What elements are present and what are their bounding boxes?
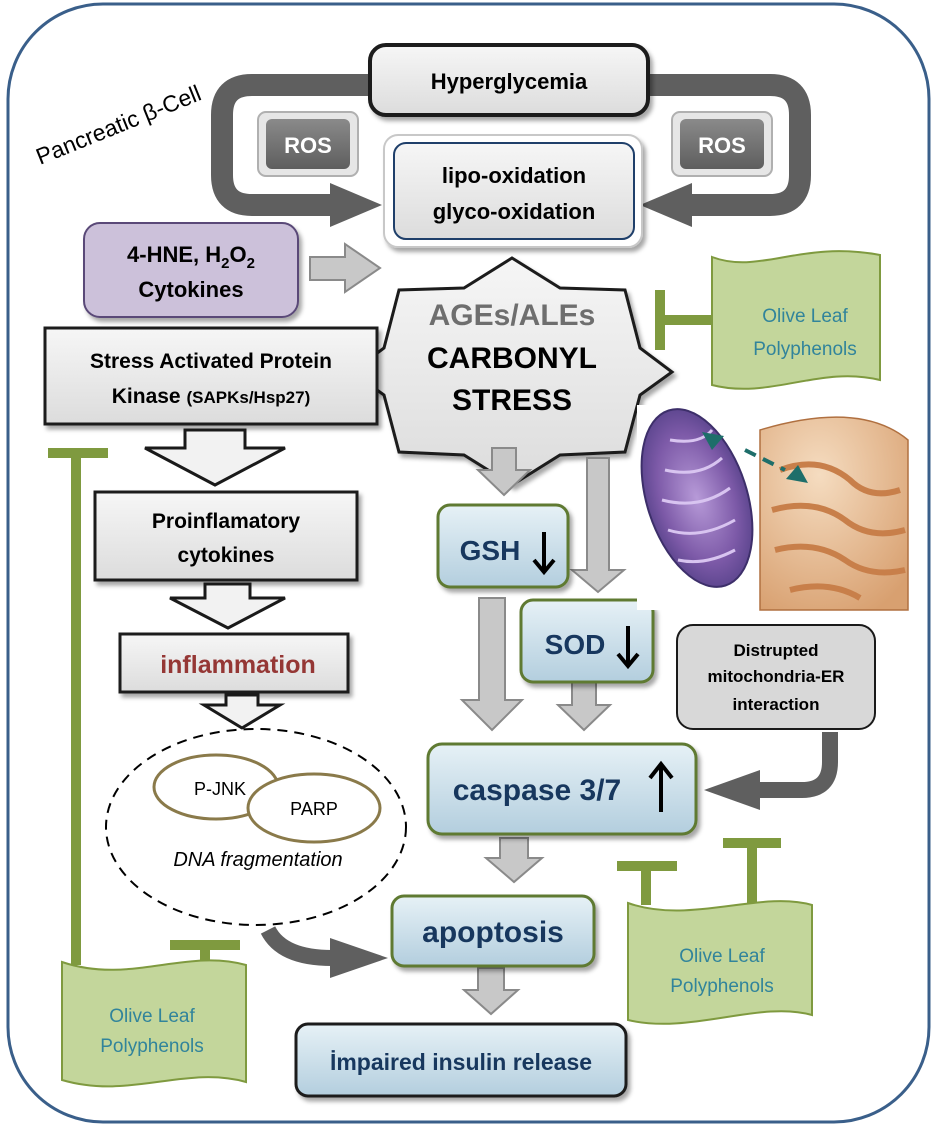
pjnk-label: P-JNK xyxy=(194,779,246,799)
hyperglycemia-box xyxy=(368,43,650,117)
apoptosis-insulin-arrow xyxy=(461,967,521,1016)
ros-loop-right-arrow xyxy=(650,74,811,216)
sapk-line2: Kinase (SAPKs/Hsp27) xyxy=(112,385,310,408)
inducers-line2: Cytokines xyxy=(138,277,243,302)
parp-ellipse xyxy=(246,772,382,844)
inflammation-label: inflammation xyxy=(160,651,316,679)
apoptosis-box xyxy=(390,894,596,968)
olive-leaf-badge-1 xyxy=(711,250,881,390)
ros-left-box xyxy=(266,119,350,169)
caspase-up-icon xyxy=(648,760,674,812)
olive-leaf-badge-3 xyxy=(61,959,247,1088)
mito-er-line2: mitochondria-ER xyxy=(708,667,845,686)
er-folds xyxy=(771,461,906,601)
dna-fragmentation-label: DNA fragmentation xyxy=(173,849,342,871)
dna-apoptosis-arrow xyxy=(260,925,333,966)
proinflammatory-line2: cytokines xyxy=(178,544,275,567)
carbonyl-line1: AGEs/ALEs xyxy=(429,299,596,332)
sod-caspase-arrow xyxy=(555,681,613,732)
hyperglycemia-label: Hyperglycemia xyxy=(431,69,588,94)
ros-left-label: ROS xyxy=(284,133,332,158)
mito-caspase-arrow xyxy=(758,732,838,798)
gsh-caspase-arrow xyxy=(459,597,525,732)
inflammation-arrow xyxy=(198,693,286,730)
carbonyl-gsh-arrow xyxy=(475,447,533,497)
caspase-label: caspase 3/7 xyxy=(453,774,621,807)
oxidation-line1: lipo-oxidation xyxy=(442,163,586,188)
parp-label: PARP xyxy=(290,799,338,819)
olive-1-line2: Polyphenols xyxy=(753,339,857,360)
mitochondrion-cristae xyxy=(661,428,736,564)
mito-er-arrowhead-left xyxy=(702,432,724,450)
gsh-down-icon xyxy=(532,532,556,576)
ros-loop-left-arrow xyxy=(211,74,372,216)
mitochondria-er-illustration xyxy=(637,405,909,611)
olive-2-line1: Olive Leaf xyxy=(679,946,765,967)
inducers-line1: 4-HNE, H2O2 xyxy=(127,242,255,272)
mito-caspase-arrowhead xyxy=(704,770,760,810)
proinflammatory-box xyxy=(93,490,359,582)
insulin-box xyxy=(294,1022,628,1098)
oxidation-line2: glyco-oxidation xyxy=(433,199,596,224)
proinflammatory-line1: Proinflamatory xyxy=(152,510,301,533)
inducers-arrow xyxy=(309,242,382,294)
sod-box xyxy=(519,598,655,684)
olive-1-line1: Olive Leaf xyxy=(762,306,848,327)
mitochondrion-icon xyxy=(640,408,754,588)
mito-er-line3: interaction xyxy=(733,695,820,714)
mito-er-dashed-link xyxy=(744,448,786,472)
olive-2-line2: Polyphenols xyxy=(670,976,774,997)
olive-3-line2: Polyphenols xyxy=(100,1036,204,1057)
carbonyl-line2: CARBONYL xyxy=(427,342,597,375)
mito-er-box xyxy=(676,624,876,730)
caspase-apoptosis-arrow xyxy=(483,837,545,884)
ros-loop-left-arrowhead xyxy=(330,183,382,227)
caspase-box xyxy=(426,742,698,836)
dna-apoptosis-arrowhead xyxy=(330,938,388,978)
olive-3-line1: Olive Leaf xyxy=(109,1006,195,1027)
sapk-line1: Stress Activated Protein xyxy=(90,350,332,373)
sapk-arrow xyxy=(144,428,286,487)
mito-er-arrowhead-right xyxy=(786,465,808,483)
gsh-label: GSH xyxy=(460,535,521,566)
apoptosis-label: apoptosis xyxy=(422,916,564,949)
proinflammatory-arrow xyxy=(169,582,286,630)
ros-loop-right-arrowhead xyxy=(640,183,692,227)
inducers-box xyxy=(83,222,299,318)
sapk-box xyxy=(43,326,379,426)
insulin-label: İmpaired insulin release xyxy=(330,1049,592,1075)
sod-down-icon xyxy=(616,626,640,670)
ros-right-label: ROS xyxy=(698,133,746,158)
mito-er-line1: Distrupted xyxy=(734,641,819,660)
inflammation-box xyxy=(118,632,350,694)
carbonyl-line3: STRESS xyxy=(452,384,572,417)
oxidation-box xyxy=(393,142,635,240)
ros-right-box xyxy=(680,119,764,169)
gsh-box xyxy=(436,503,570,589)
carbonyl-sod-arrow xyxy=(569,457,627,594)
olive-leaf-badge-2 xyxy=(627,900,813,1025)
sod-label: SOD xyxy=(545,629,606,660)
